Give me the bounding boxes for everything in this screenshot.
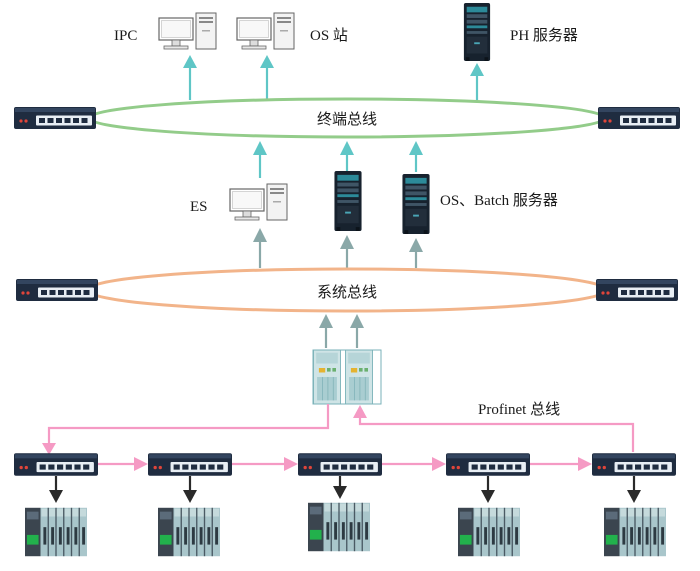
profinet-switch-3: [298, 453, 382, 476]
io-station-5-icon: [604, 507, 666, 557]
io-station-1-icon: [25, 507, 87, 557]
io-station-4-icon: [458, 507, 520, 557]
profinet-switch-2: [148, 453, 232, 476]
system-bus-switch-right: [596, 279, 678, 301]
io-station-3-icon: [308, 502, 370, 552]
controller-uplinks: [319, 314, 364, 348]
controller-left-icon: [313, 350, 341, 404]
ipc-label: IPC: [114, 28, 137, 44]
ipc-pc-icon: [158, 12, 217, 50]
terminal-bus-switch-left: [14, 107, 96, 129]
ph-server-label: PH 服务器: [510, 27, 578, 44]
system-bus-label: 系统总线: [317, 284, 377, 301]
es-label: ES: [190, 199, 208, 215]
io-downlinks: [49, 476, 641, 503]
io-station-2-icon: [158, 507, 220, 557]
profinet-links: [42, 404, 635, 471]
terminal-bus-label: 终端总线: [317, 111, 377, 128]
es-pc-icon: [229, 183, 288, 221]
system-bus-uplinks: [253, 228, 423, 268]
profinet-bus-label: Profinet 总线: [478, 401, 560, 418]
controller-right-icon: [345, 350, 373, 404]
terminal-bus-uplinks: [183, 55, 484, 100]
profinet-switch-5: [592, 453, 676, 476]
batch-server-icon: [402, 174, 430, 234]
terminal-bus-downlinks: [253, 141, 423, 178]
terminal-bus-switch-right: [598, 107, 680, 129]
os-server-icon: [334, 171, 362, 231]
controller-pair-frame: [312, 349, 382, 405]
os-station-label: OS 站: [310, 27, 348, 44]
os-batch-server-label: OS、Batch 服务器: [440, 192, 558, 209]
profinet-switch-1: [14, 453, 98, 476]
profinet-switch-4: [446, 453, 530, 476]
ph-server-icon: [463, 3, 491, 61]
system-bus-switch-left: [16, 279, 98, 301]
os-station-pc-icon: [236, 12, 295, 50]
